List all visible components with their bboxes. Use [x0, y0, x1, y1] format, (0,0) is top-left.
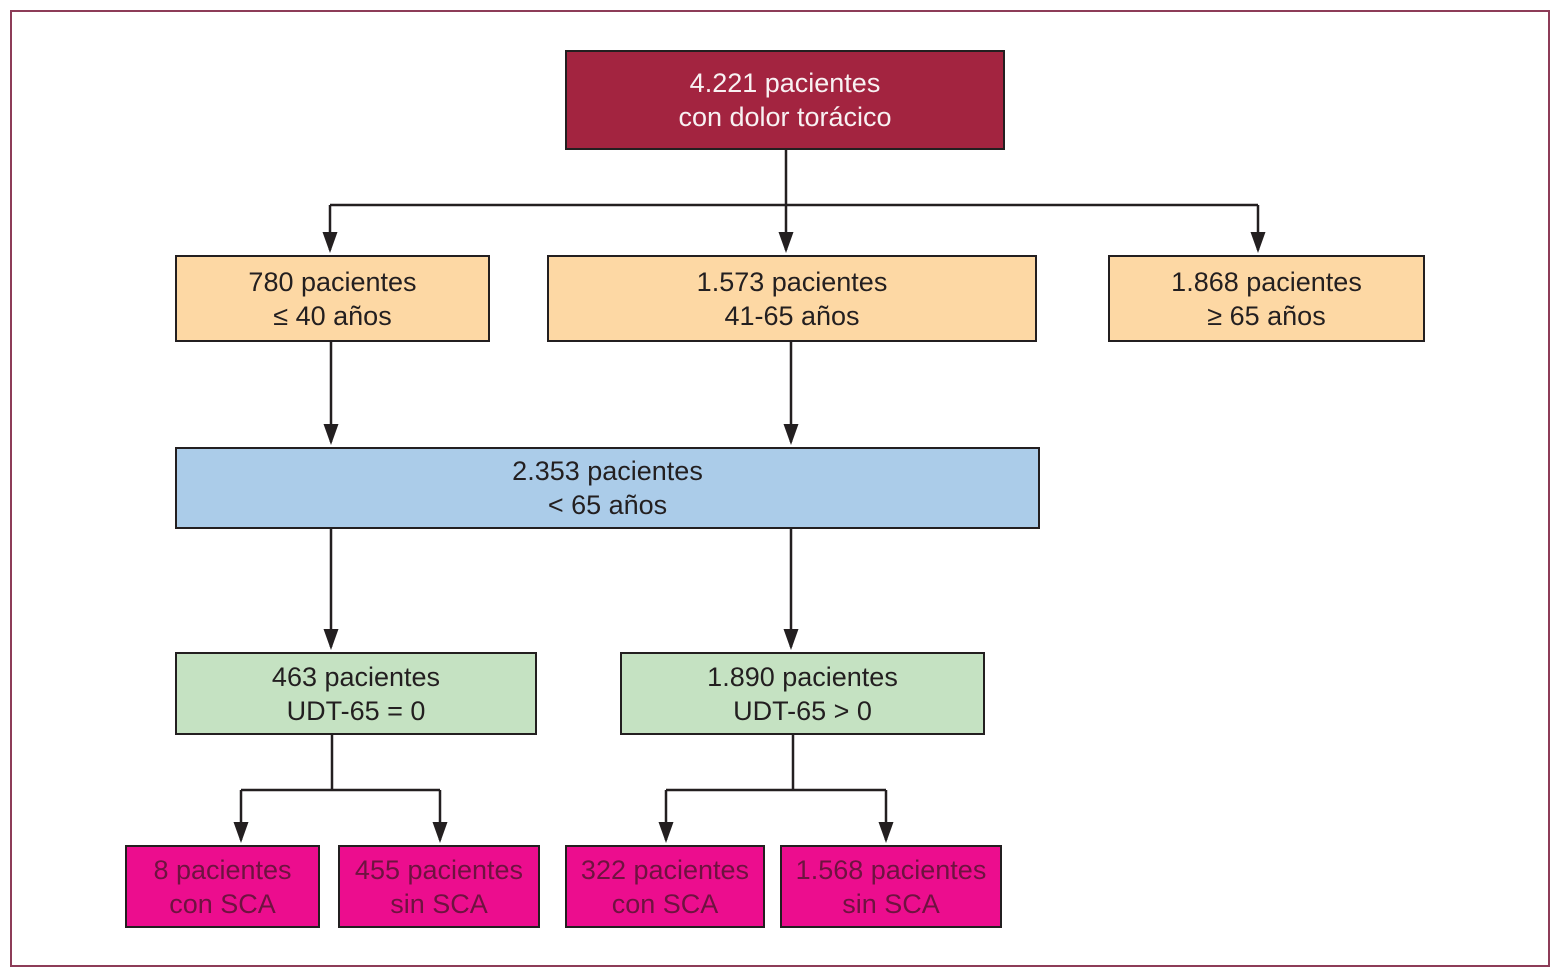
node-line: 455 pacientes — [354, 854, 524, 885]
node-line: 1.890 pacientes — [707, 661, 898, 692]
node-line: 780 pacientes — [248, 266, 417, 297]
node-line: con SCA — [169, 888, 276, 919]
node-sca-without-udt0: 455 pacientes sin SCA — [338, 845, 540, 928]
node-line: UDT-65 > 0 — [733, 695, 872, 726]
edge-age-to-under65 — [329, 342, 793, 442]
node-under-65: 2.353 pacientes < 65 años — [175, 447, 1040, 529]
node-line: < 65 años — [547, 490, 668, 520]
node-line: 2.353 pacientes — [512, 456, 703, 486]
figure-border — [10, 10, 1550, 967]
node-sca-with-udtgt0: 322 pacientes con SCA — [565, 845, 765, 928]
edge-udtgt0-to-sca — [664, 735, 888, 840]
node-line: sin SCA — [390, 888, 488, 919]
edge-under65-to-udt — [329, 529, 793, 647]
arrowheads — [233, 232, 1266, 843]
node-age-ge-65: 1.868 pacientes ≥ 65 años — [1108, 255, 1425, 342]
node-udt65-eq-0: 463 pacientes UDT-65 = 0 — [175, 652, 537, 735]
node-line: 41-65 años — [724, 300, 860, 331]
node-line: 322 pacientes — [580, 854, 750, 885]
edge-udt0-to-sca — [239, 735, 442, 840]
node-line: 1.573 pacientes — [696, 266, 888, 297]
node-line: 1.568 pacientes — [795, 854, 987, 885]
node-sca-with-udt0: 8 pacientes con SCA — [125, 845, 320, 928]
node-age-41-65: 1.573 pacientes 41-65 años — [547, 255, 1037, 342]
node-line: 4.221 pacientes — [689, 68, 881, 98]
node-udt65-gt-0: 1.890 pacientes UDT-65 > 0 — [620, 652, 985, 735]
node-line: 1.868 pacientes — [1171, 266, 1362, 297]
node-line: con SCA — [611, 888, 719, 919]
node-line: con dolor torácico — [678, 102, 892, 132]
node-line: 463 pacientes — [271, 661, 441, 692]
node-line: ≤ 40 años — [273, 300, 392, 331]
node-age-le-40: 780 pacientes ≤ 40 años — [175, 255, 490, 342]
node-total-patients: 4.221 pacientes con dolor torácico — [565, 50, 1005, 150]
node-line: sin SCA — [842, 888, 940, 919]
node-line: 8 pacientes — [153, 854, 292, 885]
edge-root-to-age-groups — [328, 150, 1260, 250]
node-line: ≥ 65 años — [1207, 300, 1326, 331]
node-line: UDT-65 = 0 — [286, 695, 426, 726]
node-sca-without-udtgt0: 1.568 pacientes sin SCA — [780, 845, 1002, 928]
